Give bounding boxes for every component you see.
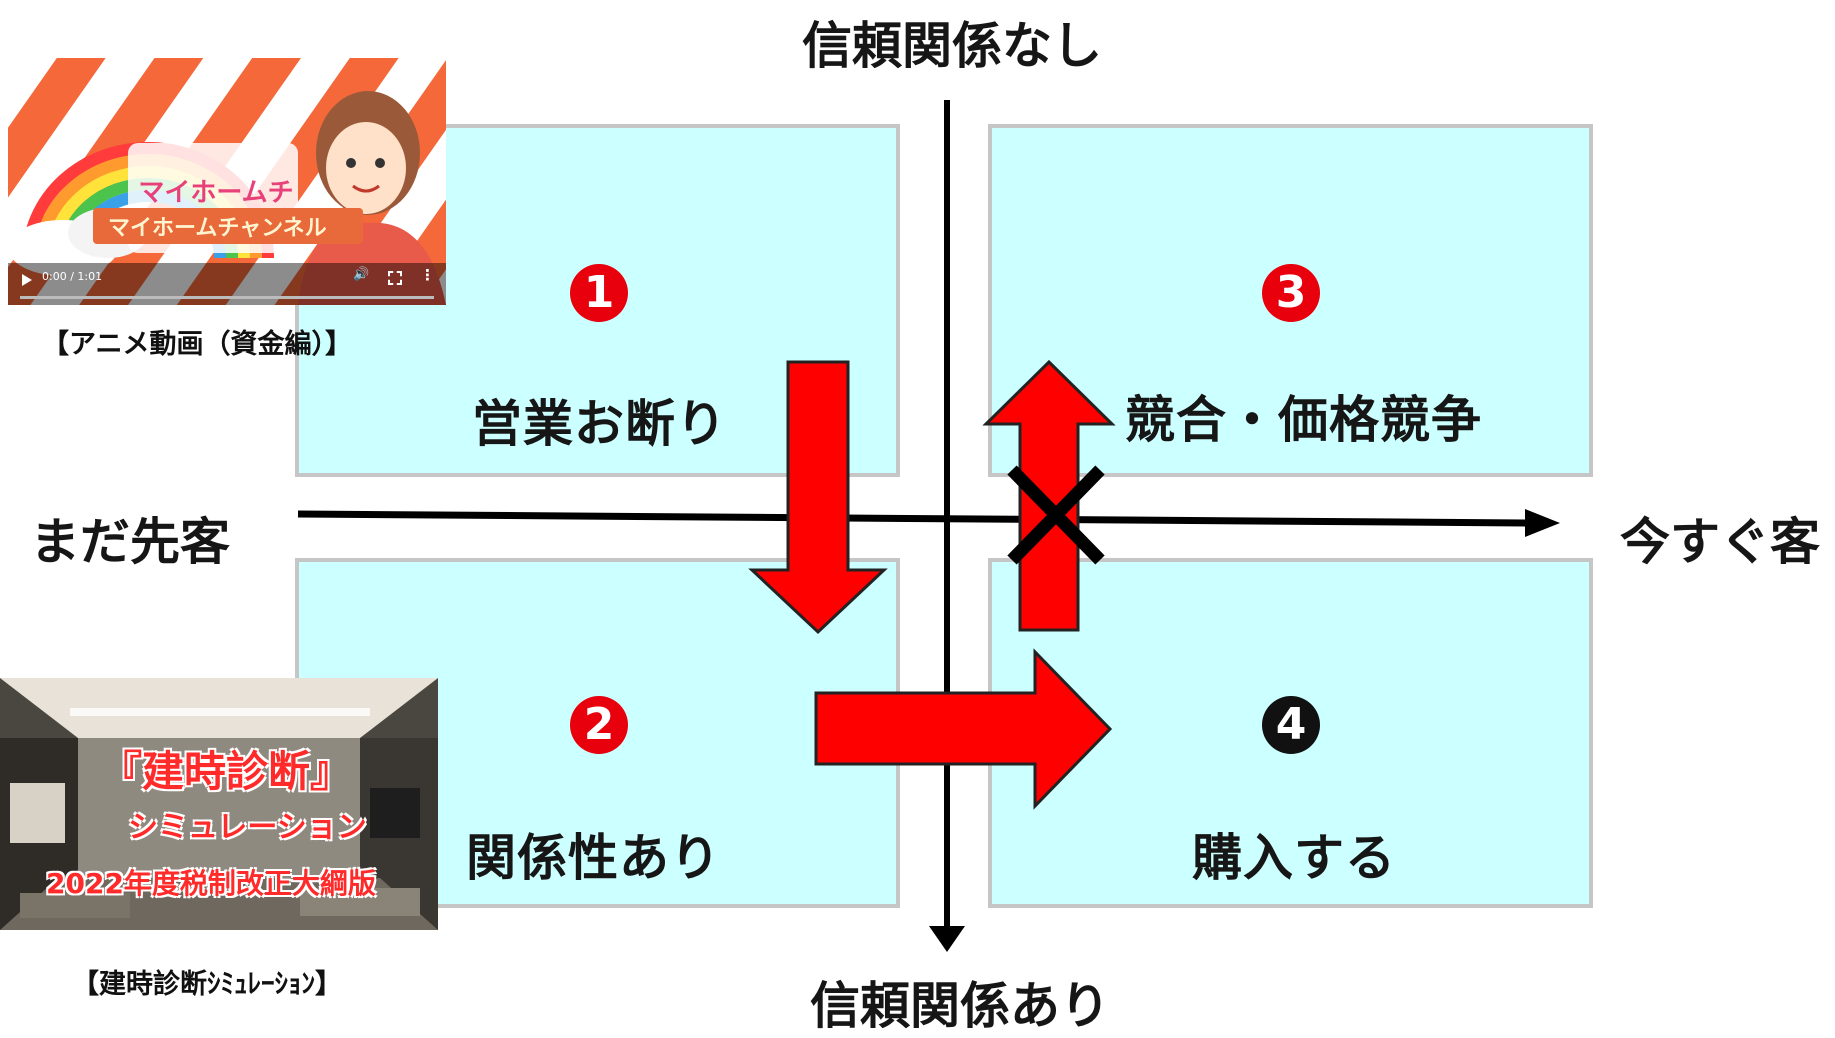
quadrant-2-label: 関係性あり [466, 829, 721, 887]
axis-label-bottom: 信頼関係あり [810, 977, 1110, 1035]
quadrant-2-number: 2 [570, 696, 628, 754]
volume-icon[interactable]: 🔊 [353, 267, 370, 282]
video-caption: 【アニメ動画（資金編）】 [42, 329, 352, 360]
simulation-edition: 2022年度税制改正大綱版 [46, 867, 376, 900]
horizontal-axis [297, 510, 1531, 527]
vertical-axis-arrowhead [929, 926, 965, 952]
video-banner-text: マイホームチャンネル [108, 216, 327, 241]
quadrant-4-number: 4 [1262, 696, 1320, 754]
horizontal-axis-arrowhead [1525, 509, 1560, 537]
fullscreen-icon[interactable] [388, 271, 402, 285]
x-mark-stroke-2 [1007, 465, 1105, 565]
right-arrow [814, 648, 1113, 810]
axis-label-top: 信頼関係なし [802, 17, 1102, 75]
simulation-caption: 【建時診断ｼﾐｭﾚｰｼｮﾝ】 [72, 969, 342, 1000]
more-options-icon[interactable]: ⋮ [420, 266, 435, 284]
video-progress-track[interactable] [20, 296, 434, 299]
simulation-subtitle: シミュレーション [128, 810, 367, 845]
quadrant-3-number: 3 [1262, 264, 1320, 322]
simulation-title: 『建時診断』 [100, 747, 353, 796]
axis-label-left: まだ先客 [30, 513, 230, 571]
down-arrow [748, 360, 888, 635]
quadrant-3-label: 競合・価格競争 [1125, 391, 1482, 449]
up-arrow [982, 359, 1116, 632]
video-thumbnail[interactable]: マイホームチャンネル マイホームチャンネル 0:00 / 1:01 🔊 ⋮ [8, 58, 446, 305]
simulation-illustration [0, 678, 438, 930]
simulation-thumbnail[interactable]: 『建時診断』 シミュレーション 2022年度税制改正大綱版 [0, 678, 438, 930]
axis-label-right: 今すぐ客 [1620, 513, 1820, 571]
quadrant-1-label: 営業お断り [472, 395, 727, 453]
video-time: 0:00 / 1:01 [42, 270, 103, 283]
quadrant-4-label: 購入する [1192, 829, 1396, 887]
quadrant-1-number: 1 [570, 264, 628, 322]
video-banner [93, 208, 363, 244]
play-icon[interactable] [22, 274, 32, 286]
